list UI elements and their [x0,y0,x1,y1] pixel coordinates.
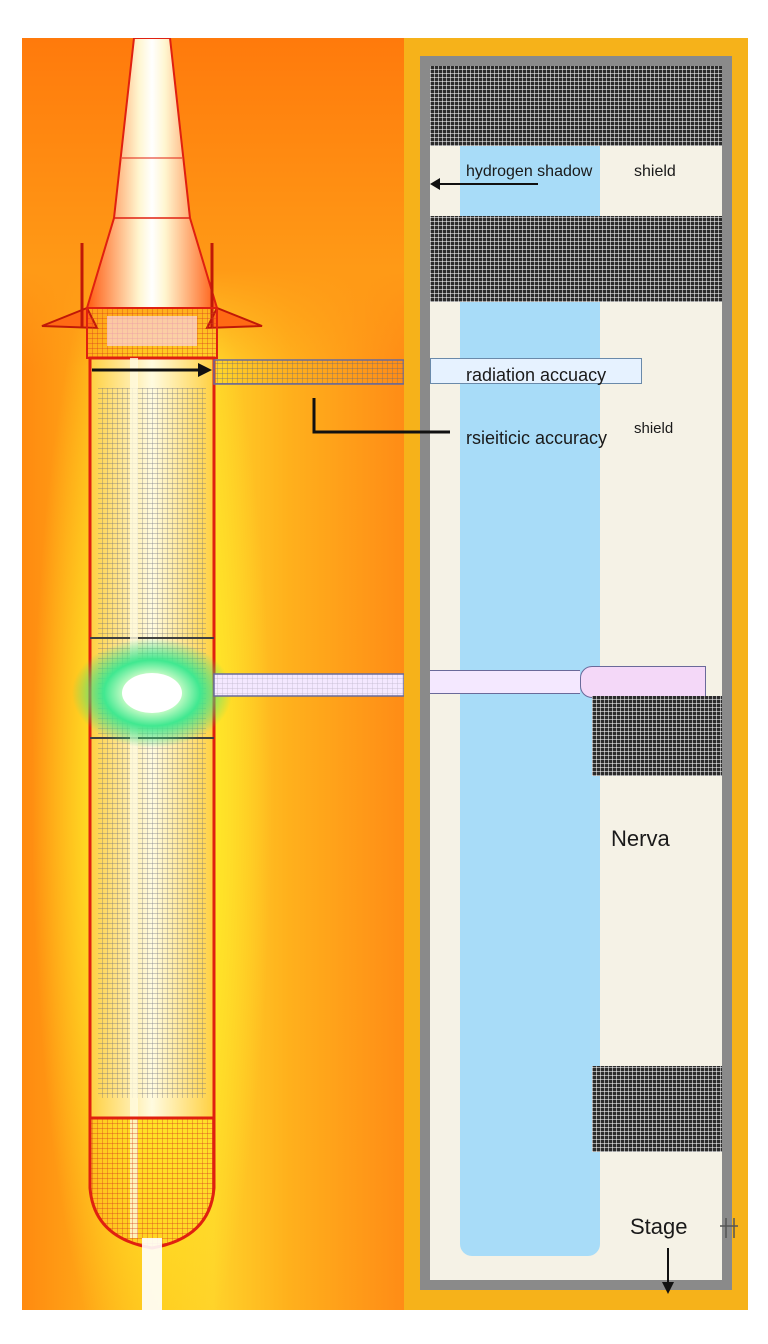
shadow-shield-mesh [430,216,722,302]
hydrogen-tank [460,146,600,1256]
hydrogen-shadow-label: hydrogen shadow [466,163,593,180]
tank-panel [420,56,732,1290]
pipe-coupling [580,666,706,698]
stage-label: Stage [630,1214,688,1239]
rsieiticic-accuracy-label: rsieiticic accuracy [466,428,608,448]
panel-interior [430,66,722,1280]
upper-pipe-end [430,358,642,384]
mesh-block-lower [592,1066,722,1152]
nerva-rocket-engine [41,38,404,1310]
shield-mesh-top [430,66,722,146]
radiation-accuracy-label: radiation accuacy [466,365,607,385]
shield-label: shield [634,163,676,180]
mesh-block-middle [592,696,722,776]
nerva-label: Nerva [611,826,670,851]
shield-small-label: shield [634,420,674,437]
diagram-frame [22,38,748,1310]
lower-pipe [430,670,580,694]
